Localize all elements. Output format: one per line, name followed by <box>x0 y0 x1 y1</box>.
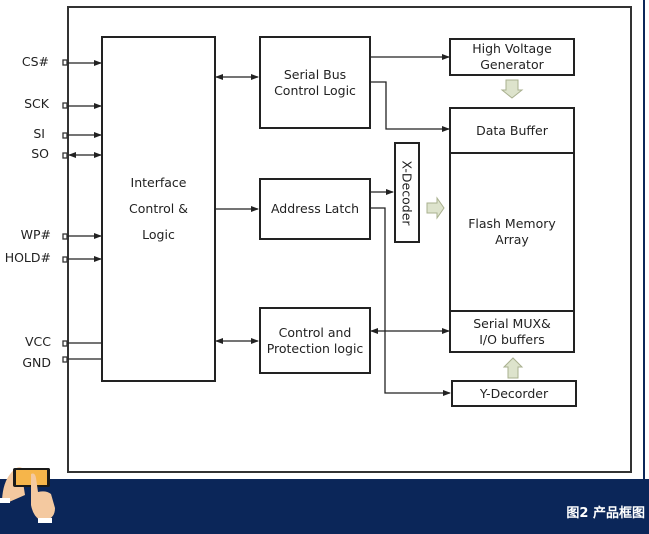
hv-label-line2: Generator <box>480 57 544 72</box>
wire-address-ydecoder <box>370 207 451 396</box>
interface-label-line2: Control & <box>129 201 188 216</box>
pin-label-si: SI <box>33 126 45 141</box>
hv-label-line1: High Voltage <box>472 41 552 56</box>
phone-hand-illustration <box>0 468 55 523</box>
pin-square-wp <box>62 233 68 240</box>
footer-bar <box>0 479 649 534</box>
flash-memory-array-block: Flash Memory Array <box>449 152 575 312</box>
address-latch-block: Address Latch <box>259 178 371 240</box>
serial-bus-control-block: Serial Bus Control Logic <box>259 36 371 129</box>
data-buffer-label: Data Buffer <box>476 122 548 138</box>
x-decoder-block: X-Decoder <box>394 142 420 243</box>
pin-label-hold: HOLD# <box>4 250 51 265</box>
serial-mux-label-line1: Serial MUX& <box>473 315 551 331</box>
control-protection-block: Control and Protection logic <box>259 307 371 374</box>
data-buffer-block: Data Buffer <box>449 107 575 154</box>
pin-label-gnd: GND <box>22 355 51 370</box>
control-protection-label-line1: Control and <box>278 324 352 340</box>
interface-label-line1: Interface <box>130 175 187 190</box>
hv-to-databuffer-arrow <box>500 79 524 99</box>
pin-square-vcc <box>62 340 68 347</box>
high-voltage-generator-block: High Voltage Generator <box>449 38 575 76</box>
wire-serialbus-databuffer <box>370 81 450 132</box>
interface-control-logic-block: Interface Control & Logic <box>101 36 216 382</box>
flash-array-label-line1: Flash Memory <box>468 216 556 231</box>
flash-array-label-line2: Array <box>495 232 529 247</box>
figure-caption: 图2 产品框图 <box>566 506 645 521</box>
pin-label-cs: CS# <box>21 54 49 69</box>
x-decoder-label: X-Decoder <box>400 159 415 226</box>
hollow-arrows <box>426 79 524 379</box>
pin-square-cs <box>62 59 68 66</box>
y-decoder-block: Y-Decorder <box>451 380 577 407</box>
pin-label-sck: SCK <box>24 96 49 111</box>
pin-square-sck <box>62 102 68 109</box>
y-decoder-label: Y-Decorder <box>479 385 549 401</box>
frame-right-border <box>643 0 645 479</box>
address-latch-label: Address Latch <box>270 201 360 216</box>
xdecoder-to-array-arrow <box>426 196 445 220</box>
serial-bus-label-line1: Serial Bus <box>283 66 347 82</box>
pin-square-so <box>62 152 68 159</box>
pin-label-wp: WP# <box>20 227 51 242</box>
pin-label-so: SO <box>31 146 49 161</box>
pin-square-si <box>62 132 68 139</box>
interface-label-line3: Logic <box>142 227 175 242</box>
pin-label-vcc: VCC <box>24 334 51 349</box>
pin-square-gnd <box>62 356 68 363</box>
serial-mux-label-line2: I/O buffers <box>479 331 545 347</box>
control-protection-label-line2: Protection logic <box>266 340 364 356</box>
ydecoder-to-mux-arrow <box>502 357 524 379</box>
pin-square-hold <box>62 256 68 263</box>
serial-bus-label-line2: Control Logic <box>274 82 356 98</box>
serial-mux-io-buffers-block: Serial MUX& I/O buffers <box>449 310 575 353</box>
chip-outline <box>67 6 632 473</box>
pin-connectors <box>62 59 68 363</box>
